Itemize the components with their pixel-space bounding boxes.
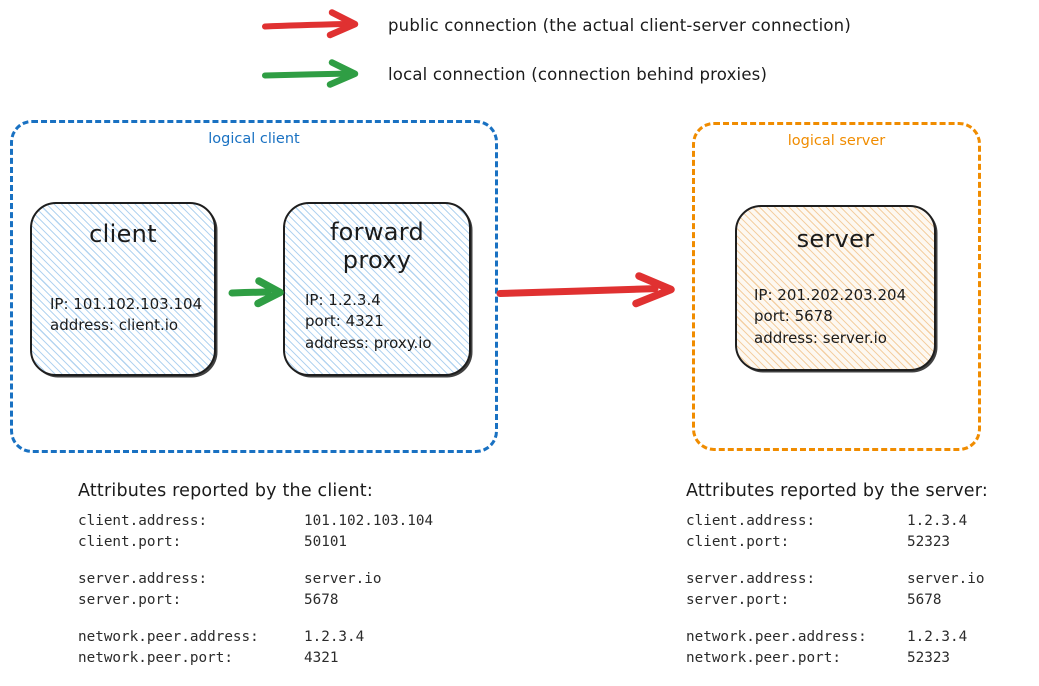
attributes-row-value: 5678	[907, 592, 942, 609]
legend-item-public: public connection (the actual client-ser…	[262, 8, 851, 42]
attributes-row: network.peer.port: 4321	[78, 648, 433, 669]
node-server[interactable]: server IP: 201.202.203.204 port: 5678 ad…	[735, 205, 936, 371]
attributes-row-value: server.io	[304, 571, 382, 588]
attributes-client-rows: client.address: 101.102.103.104 client.por…	[78, 511, 433, 669]
node-server-prop-port: port: 5678	[754, 307, 833, 326]
attributes-panel-server: Attributes reported by the server: clien…	[686, 481, 988, 669]
attributes-server-rows: client.address: 1.2.3.4 client.port: 52323 s…	[686, 511, 984, 669]
attributes-row-key: network.peer.port:	[78, 650, 233, 667]
node-forward-proxy-title: forward proxy	[285, 218, 469, 275]
attributes-row-key: client.port:	[686, 534, 790, 551]
attributes-server-heading: Attributes reported by the server:	[686, 481, 988, 501]
attributes-row-key: network.peer.address:	[686, 629, 867, 646]
node-forward-proxy[interactable]: forward proxy IP: 1.2.3.4 port: 4321 add…	[283, 202, 471, 376]
attributes-row-value: server.io	[907, 571, 985, 588]
attributes-row: server.port: 5678	[78, 590, 433, 611]
node-forward-proxy-prop-address: address: proxy.io	[305, 333, 432, 352]
node-client-prop-address: address: client.io	[50, 316, 179, 335]
attributes-row: network.peer.address: 1.2.3.4	[686, 627, 984, 648]
attributes-row-key: server.address:	[686, 571, 816, 588]
connector-proxy-to-server-red-arrow-icon	[496, 272, 675, 308]
attributes-row-key: server.address:	[78, 571, 208, 588]
attributes-row: client.port: 52323	[686, 532, 984, 553]
legend-item-local: local connection (connection behind prox…	[262, 57, 767, 91]
node-client-prop-ip: IP: 101.102.103.104	[50, 295, 203, 313]
attributes-row-key: client.address:	[686, 513, 816, 529]
red-arrow-icon	[262, 9, 359, 39]
attributes-client-heading: Attributes reported by the client:	[78, 481, 373, 501]
attributes-row-value: 50101	[304, 534, 348, 551]
attributes-row: server.port: 5678	[686, 590, 984, 611]
node-forward-proxy-title-line2: proxy	[342, 246, 412, 275]
node-forward-proxy-prop-ip: IP: 1.2.3.4	[305, 291, 381, 309]
attributes-row-value: 5678	[304, 592, 339, 609]
node-server-prop-ip: IP: 201.202.203.204	[754, 286, 907, 304]
attributes-row: client.address: 101.102.103.104	[78, 511, 433, 532]
node-server-title: server	[796, 225, 875, 253]
attributes-row: network.peer.port: 52323	[686, 648, 984, 669]
attributes-row-value: 4321	[304, 650, 339, 667]
node-server-properties: IP: 201.202.203.204 port: 5678 address: …	[754, 285, 906, 349]
attributes-row-key: client.address:	[78, 513, 208, 529]
attributes-row-key: network.peer.port:	[686, 650, 841, 667]
node-client-title: client	[89, 220, 157, 248]
connector-client-to-proxy-green-arrow-icon	[228, 277, 284, 308]
attributes-row-value: 1.2.3.4	[907, 629, 968, 646]
attributes-row-spacer	[78, 553, 433, 569]
attributes-server-table: client.address: 1.2.3.4 client.port: 52323 s…	[686, 511, 984, 669]
attributes-row-key: network.peer.address:	[78, 629, 259, 646]
attributes-row-value: 1.2.3.4	[304, 629, 365, 646]
attributes-row-value: 52323	[907, 534, 951, 551]
attributes-row-spacer	[686, 553, 984, 569]
attributes-row-key: server.port:	[686, 592, 790, 609]
node-forward-proxy-properties: IP: 1.2.3.4 port: 4321 address: proxy.io	[305, 290, 432, 354]
attributes-client-table: client.address: 101.102.103.104 client.por…	[78, 511, 433, 669]
attributes-row-spacer	[686, 611, 984, 627]
legend-label-local: local connection (connection behind prox…	[388, 64, 768, 84]
attributes-row: server.address: server.io	[686, 569, 984, 590]
node-client-properties: IP: 101.102.103.104 address: client.io	[50, 294, 202, 337]
attributes-row-key: server.port:	[78, 592, 182, 609]
node-client[interactable]: client IP: 101.102.103.104 address: clie…	[30, 202, 216, 376]
attributes-row-key: client.port:	[78, 534, 182, 551]
attributes-row-value: 1.2.3.4	[907, 513, 968, 529]
attributes-row: client.port: 50101	[78, 532, 433, 553]
group-logical-server: logical server	[692, 122, 981, 451]
attributes-row-value: 52323	[907, 650, 951, 667]
group-label-logical-server: logical server	[787, 133, 886, 149]
legend-label-public: public connection (the actual client-ser…	[388, 15, 851, 35]
attributes-panel-client: Attributes reported by the client: clien…	[78, 481, 433, 669]
group-logical-client: logical client	[10, 120, 498, 453]
attributes-row-spacer	[78, 611, 433, 627]
attributes-row: network.peer.address: 1.2.3.4	[78, 627, 433, 648]
attributes-row: server.address: server.io	[78, 569, 433, 590]
group-label-logical-client: logical client	[208, 131, 300, 147]
node-forward-proxy-prop-port: port: 4321	[305, 312, 384, 331]
green-arrow-icon	[262, 59, 359, 88]
node-forward-proxy-title-line1: forward	[329, 218, 425, 246]
node-server-prop-address: address: server.io	[754, 328, 887, 347]
attributes-row-value: 101.102.103.104	[304, 513, 434, 529]
attributes-row: client.address: 1.2.3.4	[686, 511, 984, 532]
